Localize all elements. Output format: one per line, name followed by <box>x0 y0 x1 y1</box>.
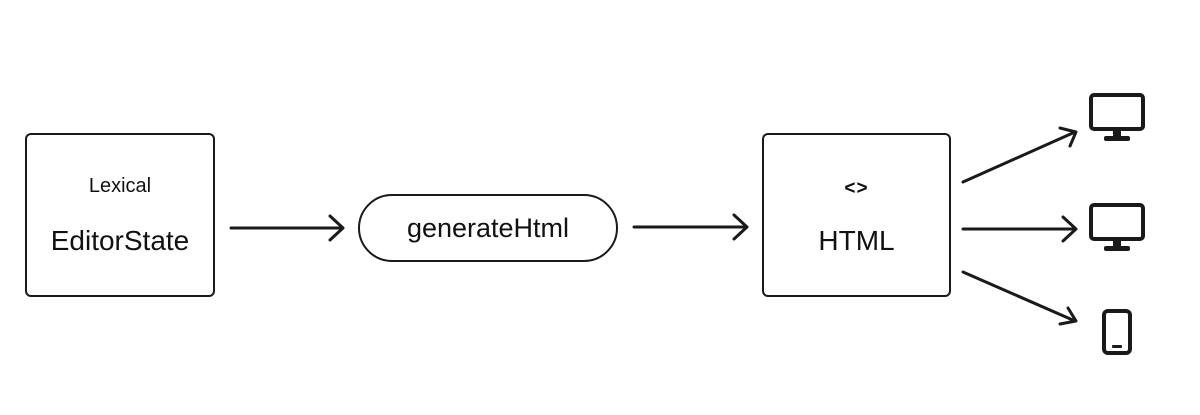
arrow-generate-to-html <box>632 213 749 241</box>
editor-state-title: EditorState <box>50 225 190 256</box>
monitor-icon <box>1089 203 1145 251</box>
arrow-html-to-phone <box>961 270 1078 326</box>
arrow-html-to-monitor-middle <box>961 215 1078 243</box>
generate-html-node: generateHtml <box>358 194 618 262</box>
mobile-phone-icon <box>1102 309 1132 355</box>
code-icon: <> <box>844 178 869 199</box>
html-node: <> HTML <box>762 133 951 297</box>
arrow-editor-to-generate <box>229 214 345 242</box>
editor-state-caption: Lexical <box>88 175 152 197</box>
editor-state-node: Lexical EditorState <box>25 133 215 297</box>
generate-html-label: generateHtml <box>406 212 570 243</box>
html-title: HTML <box>818 225 895 256</box>
monitor-icon <box>1089 93 1145 141</box>
arrow-html-to-monitor-top <box>961 126 1078 184</box>
